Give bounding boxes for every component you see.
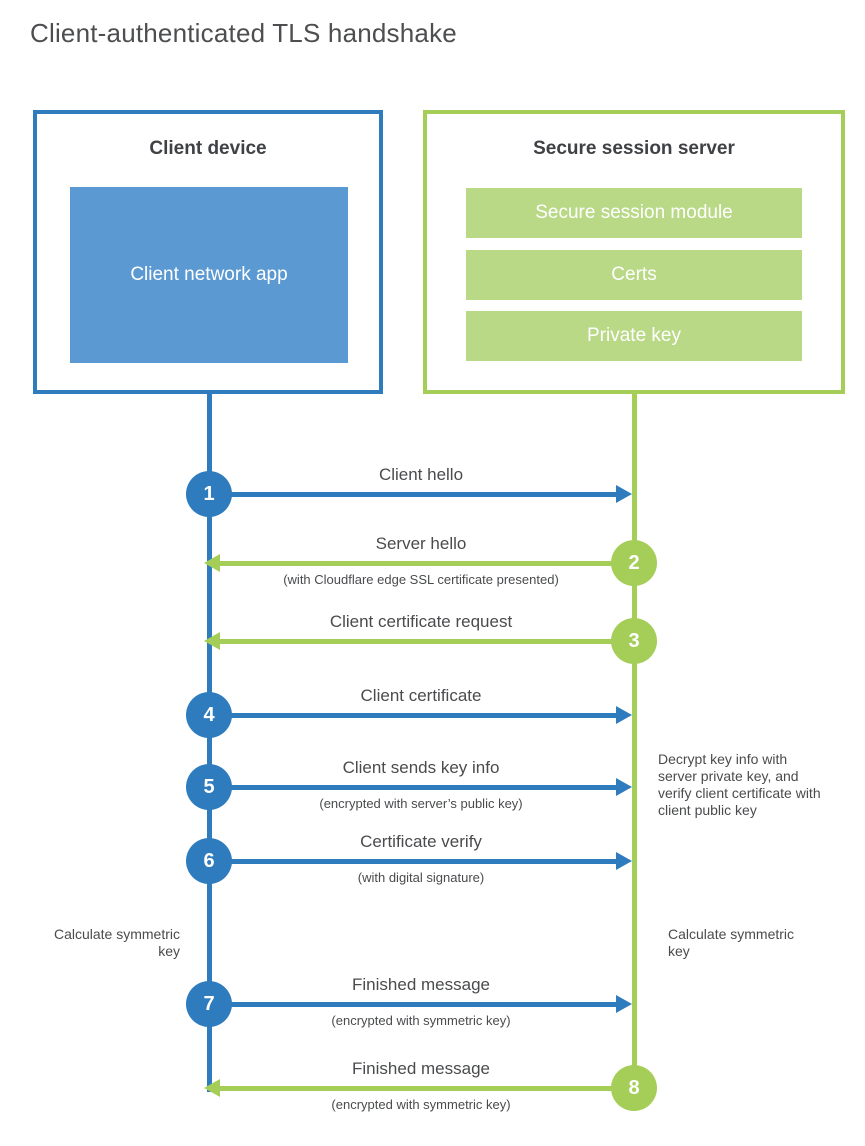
step-label-8: Finished message [352, 1059, 490, 1078]
arrow-head-step-4 [616, 706, 632, 724]
arrow-head-step-2 [204, 554, 220, 572]
step-label-7: Finished message [352, 975, 490, 994]
step-badge-2: 2 [611, 540, 657, 586]
arrow-head-step-3 [204, 632, 220, 650]
step-label-1: Client hello [378, 465, 464, 484]
arrow-line-step-4 [209, 713, 616, 718]
note-calculate-symmetric-key-client: Calculate symmetric key [53, 926, 180, 959]
step-badge-1: 1 [186, 471, 232, 517]
arrow-line-step-5 [209, 785, 616, 790]
client-network-app-box: Client network app [70, 187, 348, 363]
client-network-app-label: Client network app [130, 264, 288, 285]
page-title: Client-authenticated TLS handshake [30, 18, 457, 48]
client-device-title: Client device [149, 138, 267, 159]
arrow-line-step-2 [220, 561, 632, 566]
step-sublabel-8: (encrypted with symmetric key) [331, 1097, 511, 1112]
arrow-head-step-1 [616, 485, 632, 503]
step-sublabel-5: (encrypted with server’s public key) [319, 796, 523, 811]
step-badge-3: 3 [611, 618, 657, 664]
server-module-secure-session: Secure session module [466, 188, 802, 238]
arrow-head-step-5 [616, 778, 632, 796]
step-sublabel-7: (encrypted with symmetric key) [331, 1013, 511, 1028]
step-badge-8: 8 [611, 1065, 657, 1111]
step-label-5: Client sends key info [342, 758, 500, 777]
step-badge-7: 7 [186, 981, 232, 1027]
arrow-line-step-7 [209, 1002, 616, 1007]
client-lifeline [207, 393, 212, 1092]
note-decrypt-key-info: Decrypt key info with server private key… [658, 751, 821, 818]
arrow-head-step-6 [616, 852, 632, 870]
step-label-2: Server hello [375, 534, 467, 553]
arrow-line-step-3 [220, 639, 632, 644]
step-sublabel-2: (with Cloudflare edge SSL certificate pr… [283, 572, 559, 587]
step-sublabel-6: (with digital signature) [357, 870, 485, 885]
step-badge-5: 5 [186, 764, 232, 810]
step-label-4: Client certificate [360, 686, 482, 705]
server-lifeline [632, 393, 637, 1092]
arrow-head-step-8 [204, 1079, 220, 1097]
arrow-line-step-6 [209, 859, 616, 864]
server-module-certs: Certs [466, 250, 802, 300]
server-module-private-key: Private key [466, 311, 802, 361]
step-badge-4: 4 [186, 692, 232, 738]
note-calculate-symmetric-key-server: Calculate symmetric key [668, 926, 795, 959]
arrow-head-step-7 [616, 995, 632, 1013]
arrow-line-step-1 [209, 492, 616, 497]
step-label-3: Client certificate request [329, 612, 513, 631]
step-label-6: Certificate verify [360, 832, 482, 851]
arrow-line-step-8 [220, 1086, 632, 1091]
server-box-title: Secure session server [533, 138, 735, 159]
step-badge-6: 6 [186, 838, 232, 884]
